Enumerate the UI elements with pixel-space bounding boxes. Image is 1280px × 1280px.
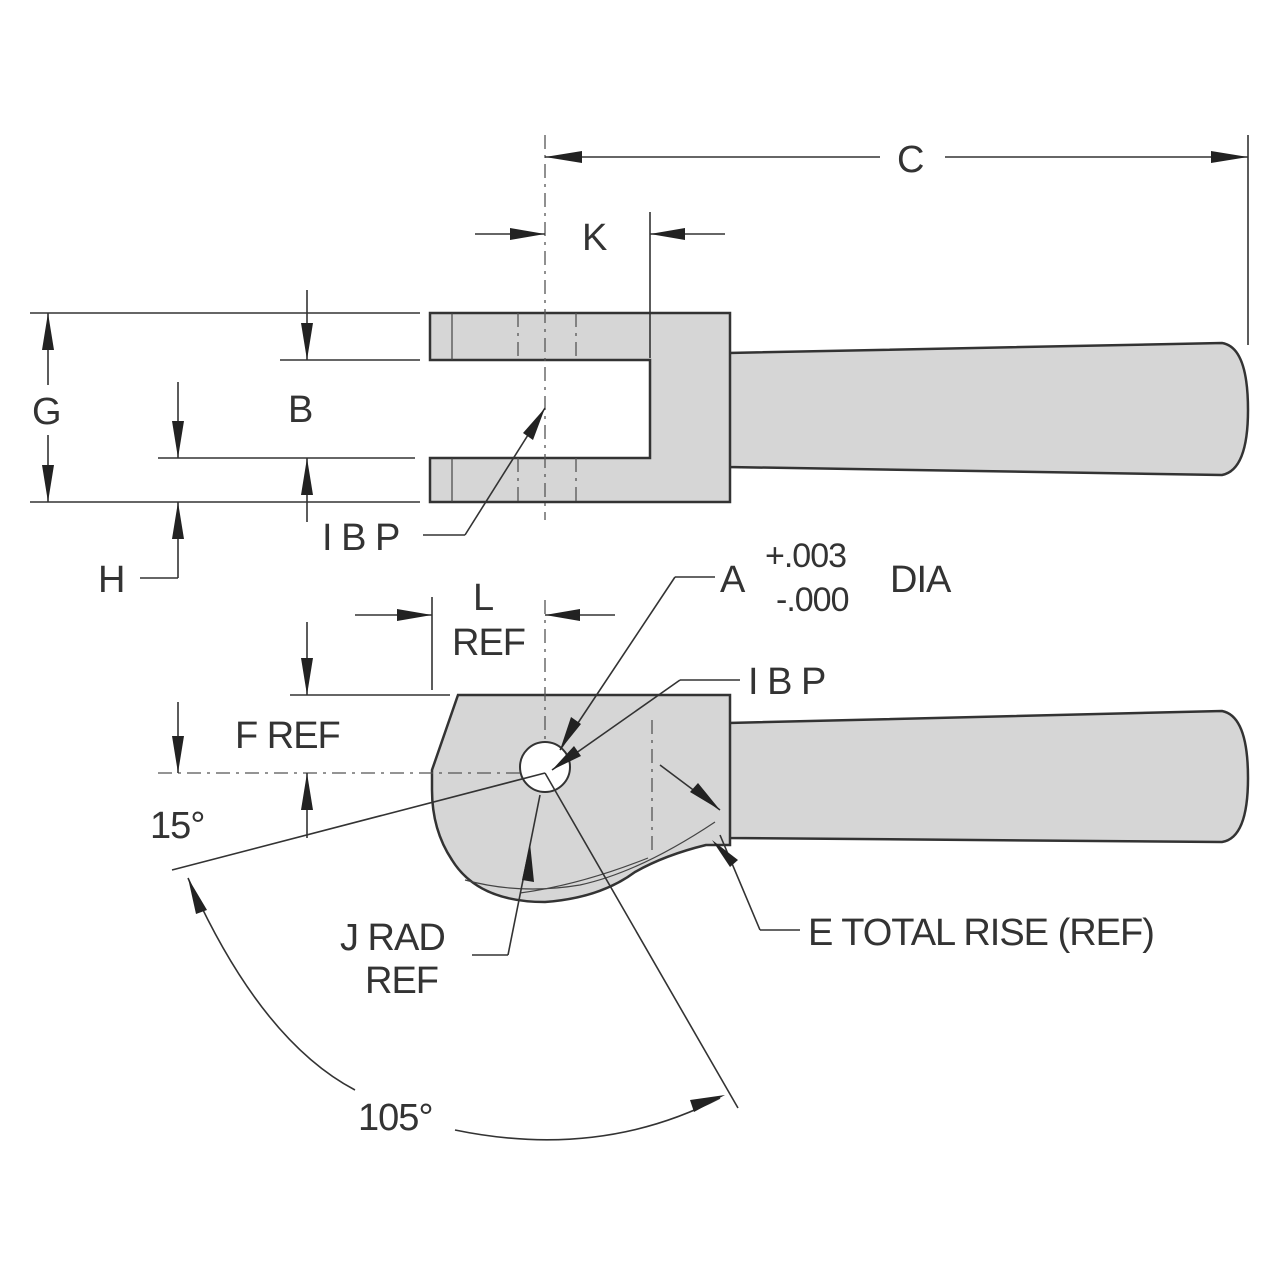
label-h: H xyxy=(98,559,124,601)
label-dia: DIA xyxy=(890,559,952,601)
side-view xyxy=(158,600,1250,904)
angle-dims xyxy=(171,772,739,1141)
label-f-ref: F REF xyxy=(235,715,340,757)
j-rad-leader xyxy=(472,794,541,956)
label-ibp-top: I B P xyxy=(322,517,399,559)
dim-k xyxy=(475,212,725,358)
label-j-rad: J RAD xyxy=(340,917,445,959)
top-view xyxy=(428,135,1250,520)
label-angle-105: 105° xyxy=(358,1097,433,1139)
dim-c xyxy=(545,135,1249,345)
label-g: G xyxy=(32,391,61,433)
a-dia-leader xyxy=(559,576,715,751)
label-a: A xyxy=(720,559,746,601)
label-ibp-bottom: I B P xyxy=(748,661,825,703)
label-b: B xyxy=(288,389,312,431)
label-j-ref: REF xyxy=(365,960,438,1002)
top-handle xyxy=(726,341,1250,477)
label-e-total-rise: E TOTAL RISE (REF) xyxy=(808,912,1154,954)
dim-l xyxy=(355,597,615,690)
label-l: L xyxy=(473,577,493,619)
label-tol-minus: -.000 xyxy=(776,581,849,619)
pin-hole xyxy=(519,741,571,793)
label-angle-15: 15° xyxy=(150,805,204,847)
dim-f xyxy=(172,622,450,838)
dim-g-b-h xyxy=(30,290,420,579)
ibp-bottom-leader xyxy=(551,679,740,771)
label-l-ref: REF xyxy=(452,622,525,664)
side-clevis-body xyxy=(430,693,732,904)
dim-e xyxy=(659,764,800,931)
label-k: K xyxy=(582,217,607,259)
label-tol-plus: +.003 xyxy=(765,537,846,575)
label-c: C xyxy=(897,139,923,181)
ibp-top-leader xyxy=(423,407,546,536)
top-fork xyxy=(428,311,732,504)
side-handle xyxy=(726,709,1250,844)
